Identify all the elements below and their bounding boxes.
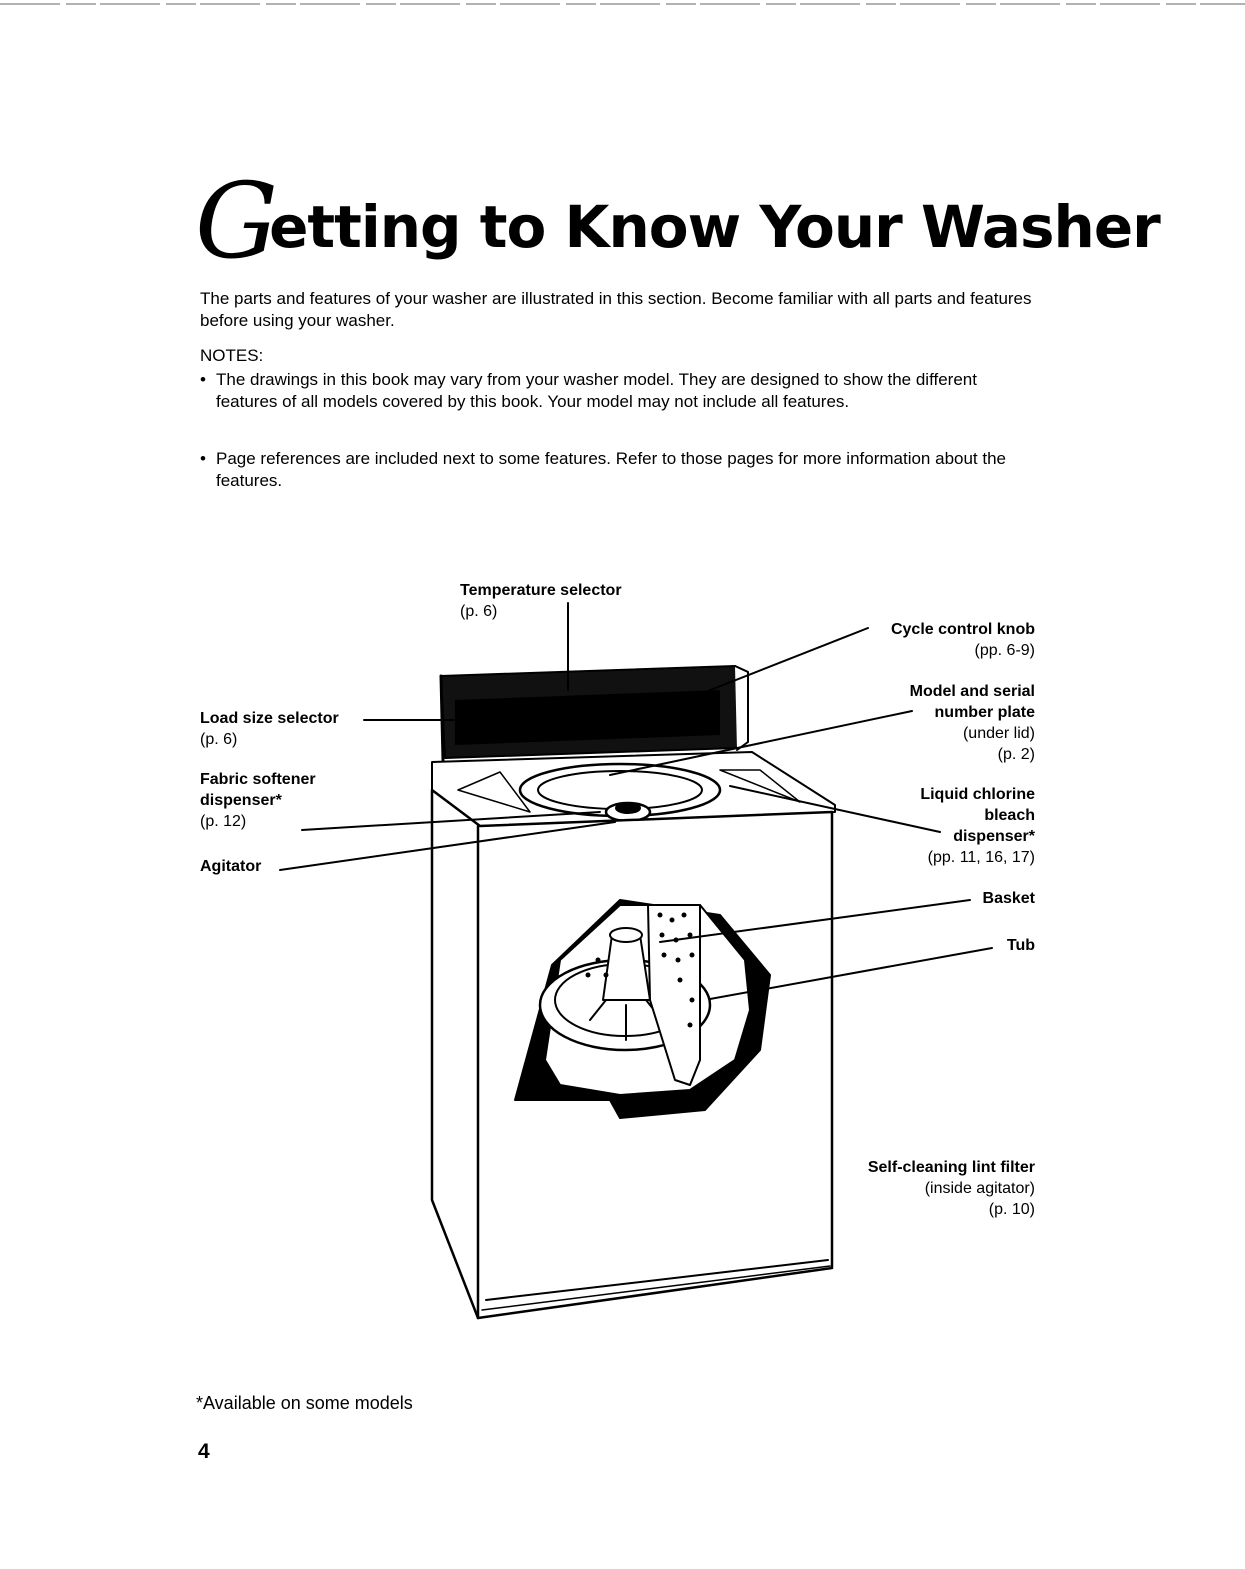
label-agitator: Agitator: [200, 856, 261, 877]
leader-cycle: [680, 628, 868, 702]
label-temperature-selector: Temperature selector (p. 6): [460, 580, 622, 622]
label-fabric-softener-dispenser: Fabric softener dispenser* (p. 12): [200, 769, 316, 832]
label-tub: Tub: [1007, 935, 1035, 956]
label-cycle-control-knob: Cycle control knob (pp. 6-9): [891, 619, 1035, 661]
label-basket: Basket: [983, 888, 1035, 909]
label-lint-filter: Self-cleaning lint filter (inside agitat…: [868, 1157, 1035, 1220]
page-number: 4: [198, 1440, 210, 1464]
footnote: *Available on some models: [196, 1393, 413, 1414]
label-model-serial-plate: Model and serial number plate (under lid…: [910, 681, 1035, 765]
label-load-size-selector: Load size selector (p. 6): [200, 708, 339, 750]
label-liquid-bleach-dispenser: Liquid chlorine bleach dispenser* (pp. 1…: [920, 784, 1035, 868]
